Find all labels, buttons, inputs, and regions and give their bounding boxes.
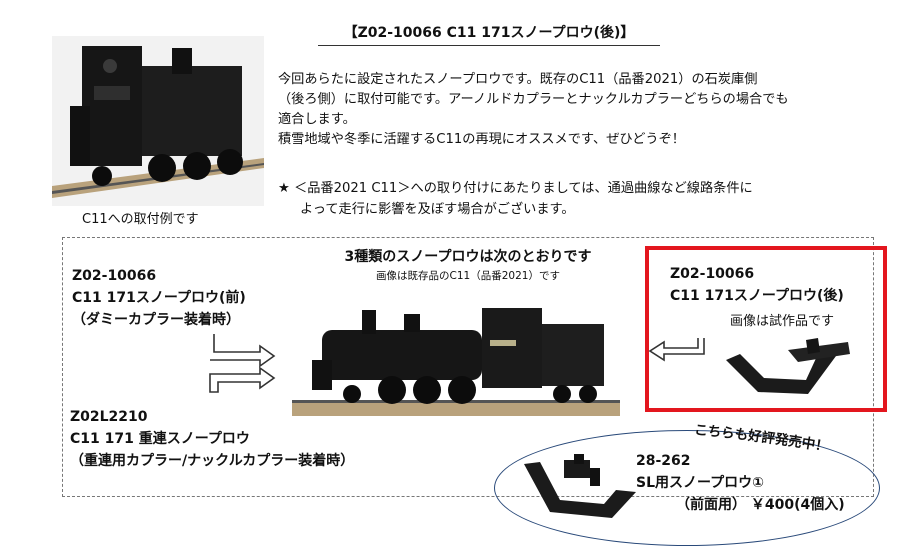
rear-plow-code: Z02-10066 bbox=[670, 266, 755, 282]
double-plow-name: C11 171 重連スノープロウ bbox=[70, 431, 250, 447]
note-line-1: ★ ＜品番2021 C11＞への取り付けにあたりましては、通過曲線など線路条件に bbox=[278, 181, 753, 196]
left-arrow-icon bbox=[648, 338, 705, 362]
comparison-subheading: 画像は既存品のC11（品番2021）です bbox=[376, 270, 560, 282]
promo-product-info: 28-262 SL用スノープロウ① （前面用） ￥400(4個入) bbox=[636, 450, 845, 516]
photo-caption: C11への取付例です bbox=[82, 212, 199, 227]
front-plow-note: （ダミーカプラー装着時） bbox=[72, 312, 240, 328]
locomotive-image bbox=[292, 290, 620, 420]
front-plow-code: Z02-10066 bbox=[72, 268, 157, 284]
comparison-box bbox=[62, 237, 874, 497]
description-line: 適合します。 bbox=[278, 112, 356, 127]
promo-banner: こちらも好評発売中！ bbox=[694, 422, 830, 454]
double-plow-code: Z02L2210 bbox=[70, 409, 148, 425]
rear-plow-note: 画像は試作品です bbox=[730, 314, 835, 329]
rear-plow-name: C11 171スノープロウ(後) bbox=[670, 288, 844, 304]
note-line-2: よって走行に影響を及ぼす場合がございます。 bbox=[300, 202, 575, 217]
page-title: 【Z02-10066 C11 171スノープロウ(後)】 bbox=[318, 22, 660, 46]
promo-name: SL用スノープロウ① bbox=[636, 475, 765, 491]
description-line: （後ろ側）に取付可能です。アーノルドカプラーとナックルカプラーどちらの場合でも bbox=[278, 92, 789, 107]
double-plow-info: Z02L2210 C11 171 重連スノープロウ （重連用カプラー/ナックルカ… bbox=[70, 406, 354, 472]
right-arrows-icon bbox=[209, 334, 276, 393]
description-line: 積雪地域や冬季に活躍するC11の再現にオススメです、ぜひどうぞ！ bbox=[278, 132, 685, 147]
description-line: 今回あらたに設定されたスノープロウです。既存のC11（品番2021）の石炭庫側 bbox=[278, 72, 758, 87]
promo-oval bbox=[494, 430, 880, 546]
front-plow-info: Z02-10066 C11 171スノープロウ(前) （ダミーカプラー装着時） bbox=[72, 265, 246, 331]
locomotive-photo bbox=[52, 36, 264, 206]
double-plow-note: （重連用カプラー/ナックルカプラー装着時） bbox=[70, 453, 355, 469]
promo-price: （前面用） ￥400(4個入) bbox=[676, 497, 845, 513]
rear-snowplow-image bbox=[726, 338, 850, 394]
sl-snowplow-image bbox=[524, 454, 636, 518]
product-description: 今回あらたに設定されたスノープロウです。既存のC11（品番2021）の石炭庫側 … bbox=[278, 70, 888, 150]
rear-plow-info: Z02-10066 C11 171スノープロウ(後) bbox=[670, 263, 844, 307]
caution-note: ★ ＜品番2021 C11＞への取り付けにあたりましては、通過曲線など線路条件に… bbox=[278, 178, 888, 220]
front-plow-name: C11 171スノープロウ(前) bbox=[72, 290, 246, 306]
promo-code: 28-262 bbox=[636, 453, 691, 469]
rear-plow-highlight bbox=[645, 246, 887, 412]
comparison-heading: 3種類のスノープロウは次のとおりです bbox=[344, 249, 592, 265]
